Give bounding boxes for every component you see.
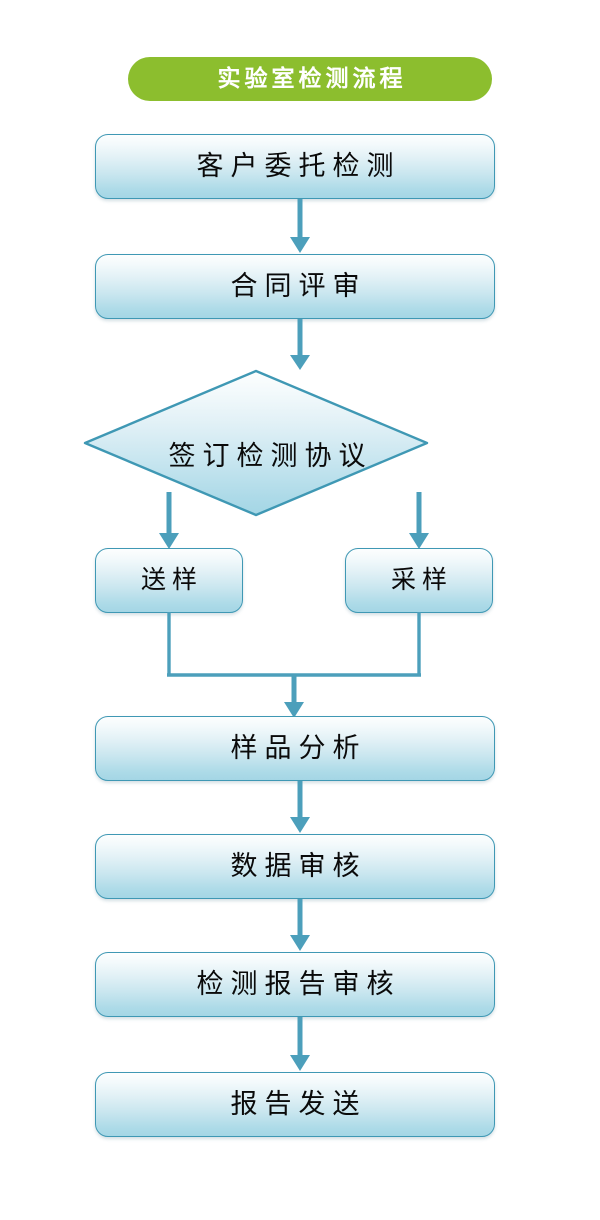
flow-node-label: 数据审核	[230, 851, 367, 881]
connector-arrow-4	[285, 899, 315, 952]
connector-arrow-2	[285, 319, 315, 371]
flow-node-report-delivery[interactable]: 报告发送	[95, 1072, 495, 1137]
page-title-pill: 实验室检测流程	[128, 57, 492, 101]
flow-node-label: 合同评审	[230, 271, 367, 301]
flow-node-label: 报告发送	[230, 1089, 367, 1119]
flow-node-label: 客户委托检测	[196, 151, 401, 181]
flow-node-label: 送样	[140, 567, 203, 594]
connector-arrow-5	[285, 1017, 315, 1072]
connector-arrow-1	[285, 199, 315, 254]
connector-arrow-3	[285, 781, 315, 834]
flow-node-sample-delivery[interactable]: 送样	[95, 548, 243, 613]
flow-node-data-review[interactable]: 数据审核	[95, 834, 495, 899]
flow-node-label: 采样	[390, 567, 453, 594]
flow-node-customer-request[interactable]: 客户委托检测	[95, 134, 495, 199]
flow-node-sample-analysis[interactable]: 样品分析	[95, 716, 495, 781]
flow-node-report-review[interactable]: 检测报告审核	[95, 952, 495, 1017]
flow-node-label: 检测报告审核	[196, 969, 401, 999]
connector-merge-elbow	[155, 612, 445, 720]
page-title: 实验室检测流程	[217, 65, 407, 92]
flow-node-sampling[interactable]: 采样	[345, 548, 493, 613]
flow-node-label: 签订检测协议	[168, 440, 373, 471]
flow-node-label: 样品分析	[230, 733, 367, 763]
flow-node-contract-review[interactable]: 合同评审	[95, 254, 495, 319]
flow-node-sign-agreement[interactable]: 签订检测协议	[82, 368, 430, 518]
diamond-shape	[83, 369, 429, 517]
